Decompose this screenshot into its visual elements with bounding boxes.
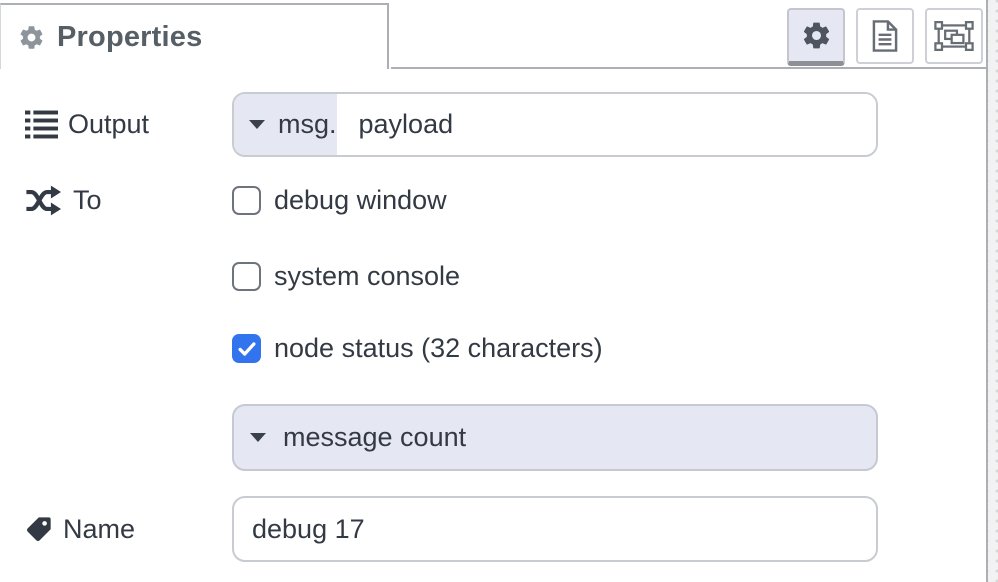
- typed-input-type-button[interactable]: msg.: [234, 94, 337, 155]
- to-label: To: [25, 185, 102, 216]
- tab-buttons: [787, 8, 983, 66]
- document-icon: [871, 19, 899, 53]
- output-property-input[interactable]: [336, 94, 876, 155]
- output-typed-input[interactable]: msg.: [232, 92, 878, 157]
- caret-down-icon: [249, 120, 265, 129]
- shuffle-icon: [26, 185, 62, 216]
- tab-properties[interactable]: Properties: [0, 3, 389, 69]
- caret-down-icon: [250, 433, 266, 442]
- status-format-dropdown[interactable]: message count: [232, 404, 878, 471]
- checkbox-row-system-console[interactable]: system console: [232, 261, 461, 291]
- checkbox-label: node status (32 characters): [274, 333, 603, 363]
- checkbox-icon[interactable]: [232, 186, 261, 215]
- properties-tab-button[interactable]: [787, 8, 845, 66]
- to-label-text: To: [73, 185, 102, 215]
- list-icon: [25, 110, 58, 139]
- checkbox-row-node-status[interactable]: node status (32 characters): [232, 333, 603, 363]
- workspace-grid-strip: [988, 0, 998, 582]
- tab-bar: Properties: [0, 0, 986, 69]
- checkbox-label: debug window: [274, 185, 447, 215]
- gear-icon: [801, 20, 832, 51]
- output-label-text: Output: [68, 109, 150, 139]
- checkbox-label: system console: [274, 261, 461, 291]
- gear-icon: [18, 24, 45, 51]
- checkbox-row-debug-window[interactable]: debug window: [232, 185, 447, 215]
- tag-icon: [27, 517, 51, 541]
- tab-bar-divider: [391, 66, 986, 69]
- checkbox-icon[interactable]: [232, 262, 261, 291]
- status-format-value: message count: [283, 422, 467, 452]
- object-group-icon: [934, 19, 974, 53]
- name-label-text: Name: [63, 513, 136, 544]
- description-tab-button[interactable]: [856, 8, 914, 64]
- output-label: Output: [25, 92, 149, 157]
- checkbox-icon[interactable]: [232, 334, 261, 363]
- name-input[interactable]: [232, 496, 878, 562]
- name-label: Name: [25, 496, 135, 562]
- typed-input-type-label: msg.: [278, 109, 337, 139]
- tab-label: Properties: [57, 20, 203, 53]
- appearance-tab-button[interactable]: [925, 8, 983, 64]
